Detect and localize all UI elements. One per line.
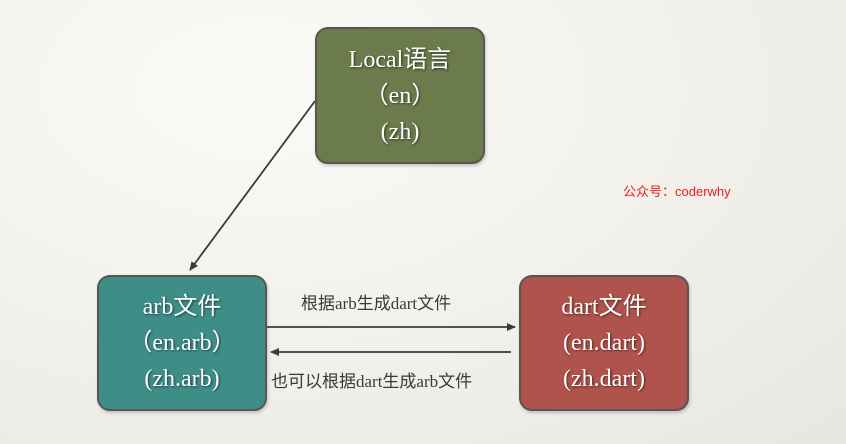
node-dart-title: dart文件 xyxy=(561,294,647,320)
edge-label-dart-to-arb: 也可以根据dart生成arb文件 xyxy=(271,372,473,391)
node-arb-file: arb文件 （en.arb） (zh.arb) xyxy=(97,275,267,411)
edge-label-arb-to-dart: 根据arb生成dart文件 xyxy=(301,294,452,313)
node-dart-en: (en.dart) xyxy=(563,330,645,356)
node-dart-zh: (zh.dart) xyxy=(563,366,645,392)
arrow-local-to-arb xyxy=(189,100,316,271)
node-arb-title: arb文件 xyxy=(142,294,222,320)
watermark-text: 公众号：coderwhy xyxy=(623,184,731,199)
node-arb-zh: (zh.arb) xyxy=(144,366,220,392)
node-local-zh: (zh) xyxy=(380,118,420,145)
node-local-en: （en） xyxy=(364,82,436,109)
node-local-title: Local语言 xyxy=(348,46,452,73)
node-local-language: Local语言 （en） (zh) xyxy=(315,27,485,164)
node-dart-file: dart文件 (en.dart) (zh.dart) xyxy=(519,275,689,411)
node-arb-en: （en.arb） xyxy=(128,330,236,356)
